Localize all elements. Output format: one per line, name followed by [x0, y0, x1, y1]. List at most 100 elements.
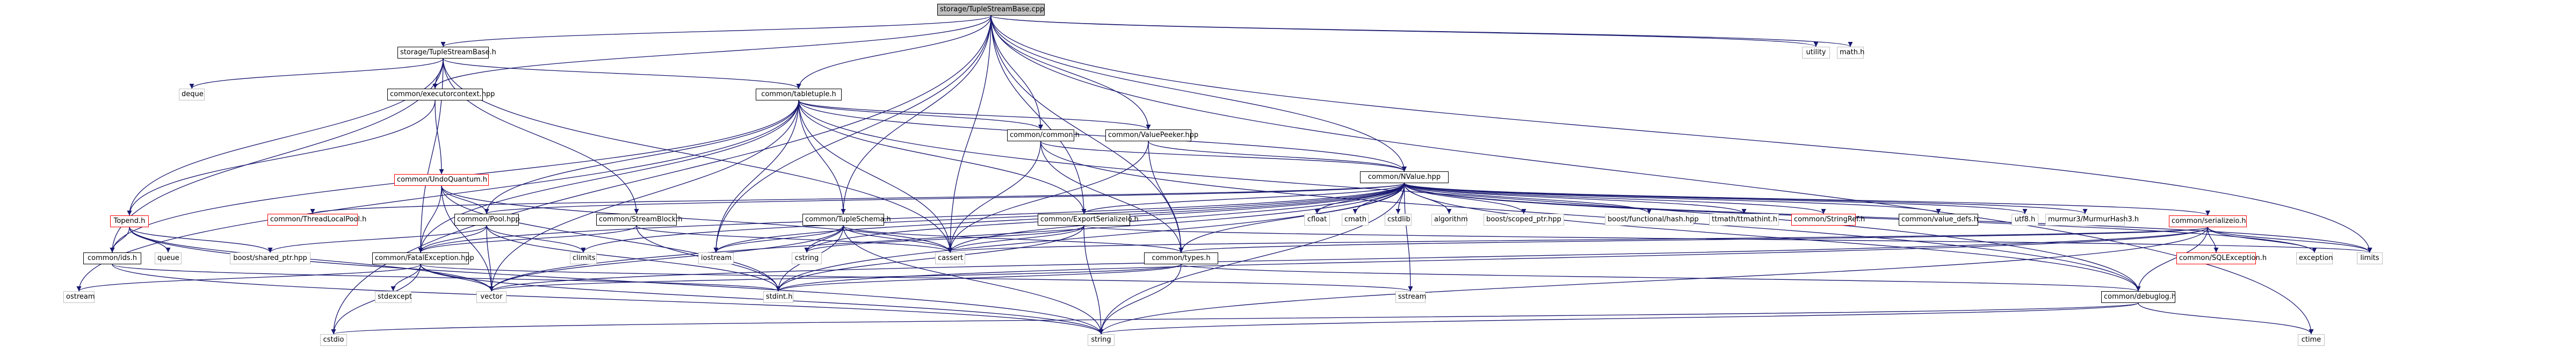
edge-serializeio-to-cassert — [948, 227, 2209, 253]
edge-pool-to-shared_ptr — [267, 225, 487, 253]
edge-valuepeeker-to-nvalue — [1148, 141, 1407, 172]
node-cmath: cmath — [1342, 214, 1369, 226]
edge-nvalue-to-pool — [484, 183, 1405, 214]
edge-root-to-ctime — [990, 15, 2314, 335]
edge-tsb_h-to-deque — [189, 58, 444, 89]
edge-types-to-debuglog — [1181, 264, 2140, 292]
edge-exportser-to-cstring — [804, 225, 1084, 253]
node-sstream: sstream — [1395, 291, 1426, 303]
node-tuplestreambase-h[interactable]: storage/TupleStreamBase.h — [397, 47, 496, 59]
edge-root-to-exportser — [990, 15, 1087, 214]
edge-tabletuple-to-vector — [489, 100, 799, 292]
edge-tupleschema-to-types — [843, 225, 1184, 253]
edge-tabletuple-to-exportser — [798, 100, 1087, 214]
node-topend: Topend.h — [110, 215, 149, 227]
edge-nvalue-to-ttmathint — [1403, 183, 1747, 214]
edge-tabletuple-to-pool — [484, 100, 799, 214]
node-streamblock[interactable]: common/StreamBlock.h — [596, 214, 683, 226]
node-ids[interactable]: common/ids.h — [83, 252, 141, 264]
edge-tupleschema-to-iostream — [713, 225, 844, 253]
node-boost-functional-hash: boost/functional/hash.hpp — [1605, 214, 1699, 226]
node-string: string — [1088, 334, 1115, 346]
node-stdexcept: stdexcept — [375, 291, 412, 303]
edge-serializeio-to-debuglog — [2136, 227, 2209, 292]
edge-nvalue-to-valuedefs — [1403, 183, 1941, 214]
edge-nvalue-to-exportser — [1081, 183, 1405, 214]
node-cstring: cstring — [792, 252, 822, 264]
edge-tabletuple-to-iostream — [713, 100, 799, 253]
node-ttmathint: ttmath/ttmathint.h — [1709, 214, 1779, 226]
edge-nvalue-to-cassert — [947, 183, 1405, 253]
edge-serializeio-to-string — [1098, 227, 2209, 335]
node-valuepeeker[interactable]: common/ValuePeeker.hpp — [1105, 129, 1198, 141]
edge-fatalexc-to-string — [420, 264, 1104, 335]
node-utility: utility — [1802, 47, 1830, 59]
edge-tupleschema-to-cassert — [843, 225, 953, 253]
edge-tabletuple-to-fatalexc — [418, 100, 799, 253]
node-deque: deque — [179, 89, 205, 100]
edge-serializeio-to-vector — [489, 227, 2209, 292]
edge-root-to-math_h — [990, 15, 1853, 47]
node-fatalexception[interactable]: common/FatalException.hpp — [372, 252, 474, 264]
edge-common_h-to-cassert — [947, 141, 1041, 253]
node-boost-shared-ptr: boost/shared_ptr.hpp — [230, 252, 310, 264]
node-types[interactable]: common/types.h — [1144, 252, 1218, 264]
node-stringref: common/StringRef.h — [1791, 214, 1865, 226]
edge-root-to-limits — [990, 15, 2372, 253]
edge-root-to-common_h — [990, 15, 1044, 130]
node-threadlocalpool: common/ThreadLocalPool.h — [267, 214, 366, 226]
edge-nvalue-to-serializeio — [1403, 183, 2210, 216]
edge-common_h-to-nvalue — [1040, 141, 1407, 172]
edge-fatalexc-to-ostream — [76, 264, 421, 292]
edge-tsb_h-to-topend — [127, 58, 444, 216]
edge-undoquantum-to-cassert — [441, 185, 953, 253]
edge-tabletuple-to-nvalue — [798, 100, 1407, 172]
node-tabletuple[interactable]: common/tabletuple.h — [756, 89, 842, 100]
node-vector: vector — [476, 291, 506, 303]
node-value-defs[interactable]: common/value_defs.h — [1899, 214, 1978, 226]
node-debuglog[interactable]: common/debuglog.h — [2101, 291, 2176, 303]
edge-streamblock-to-cassert — [636, 225, 953, 253]
edge-debuglog-to-cstdio — [331, 302, 2139, 335]
node-climits: climits — [570, 252, 597, 264]
edge-common_h-to-debuglog — [1040, 141, 2141, 292]
edge-nvalue-to-limits — [1403, 183, 2372, 253]
edge-execctx-to-topend — [127, 100, 436, 216]
edge-exportser-to-string — [1083, 225, 1104, 335]
node-executorcontext[interactable]: common/executorcontext.hpp — [387, 89, 495, 100]
edge-root-to-execctx — [432, 15, 992, 89]
edge-undoquantum-to-fatalexc — [418, 185, 442, 253]
node-tuplestreambase-cpp[interactable]: storage/TupleStreamBase.cpp — [937, 4, 1045, 16]
node-limits: limits — [2357, 252, 2383, 264]
edge-types-to-string — [1098, 264, 1182, 335]
edge-tabletuple-to-cassert — [798, 100, 953, 253]
edge-nvalue-to-debuglog — [1403, 183, 2141, 292]
edge-nvalue-to-climits — [581, 183, 1405, 253]
edge-ids-to-stdint — [112, 264, 781, 292]
node-exportserializeio[interactable]: common/ExportSerializeIo.h — [1038, 214, 1139, 226]
edge-root-to-iostream — [713, 15, 992, 253]
node-cfloat: cfloat — [1304, 214, 1330, 226]
edge-serializeio-to-limits — [2207, 227, 2372, 253]
edge-tabletuple-to-tupleschema — [798, 100, 846, 214]
node-exception: exception — [2296, 252, 2333, 264]
edge-fatalexc-to-stdexcept — [390, 264, 421, 292]
node-nvalue[interactable]: common/NValue.hpp — [1360, 171, 1449, 183]
node-serializeio: common/serializeio.h — [2169, 215, 2247, 227]
node-undoquantum: common/UndoQuantum.h — [394, 174, 489, 186]
node-utf8: utf8.h — [2011, 214, 2038, 226]
node-ctime: ctime — [2298, 334, 2325, 346]
node-tupleschema[interactable]: common/TupleSchema.h — [802, 214, 891, 226]
edge-topend-to-string — [129, 227, 1104, 335]
node-common-h[interactable]: common/common.h — [1007, 129, 1080, 141]
edge-exportser-to-cassert — [947, 225, 1084, 253]
edge-tupleschema-to-string — [843, 225, 1104, 335]
edge-topend-to-ids — [110, 227, 130, 253]
edge-exportser-to-stdint — [776, 225, 1084, 292]
edge-tsb_h-to-streamblock — [443, 58, 639, 214]
node-pool[interactable]: common/Pool.hpp — [454, 214, 520, 226]
node-ostream: ostream — [63, 291, 95, 303]
edge-valuepeeker-to-types — [1148, 141, 1184, 253]
edge-common_h-to-types — [1040, 141, 1184, 253]
edge-nvalue-to-string — [1098, 183, 1405, 335]
